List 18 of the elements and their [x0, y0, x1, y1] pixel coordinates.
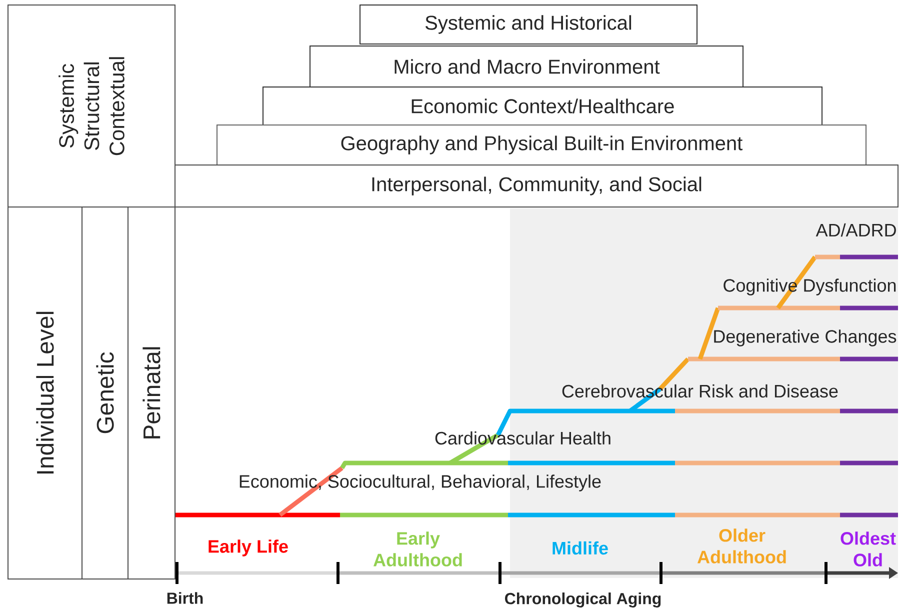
life-stage-label: Midlife — [552, 541, 608, 555]
life-stage-label: Oldest Old — [840, 532, 896, 566]
trajectory-label: Degenerative Changes — [714, 330, 896, 346]
level-box: Systemic Structural Contextual — [8, 4, 176, 208]
axis-label: Chronological Aging — [505, 592, 661, 608]
layer-box: Micro and Macro Environment — [310, 46, 744, 88]
axis-label: Birth — [167, 592, 203, 604]
level-box: Genetic — [82, 206, 128, 580]
life-stage-label: Early Adulthood — [373, 532, 462, 566]
life-stage-label: Early Life — [208, 540, 288, 556]
layer-box: Systemic and Historical — [360, 4, 698, 44]
layer-box: Economic Context/Healthcare — [262, 86, 822, 126]
trajectory-label: Economic, Sociocultural, Behavioral, Lifestyle — [240, 474, 601, 492]
layer-box: Geography and Physical Built-in Environment — [216, 124, 866, 166]
level-box: Perinatal — [128, 206, 176, 580]
level-box: Individual Level — [8, 206, 82, 580]
layer-box: Interpersonal, Community, and Social — [174, 164, 898, 208]
life-stage-label: Older Adulthood — [697, 528, 786, 564]
